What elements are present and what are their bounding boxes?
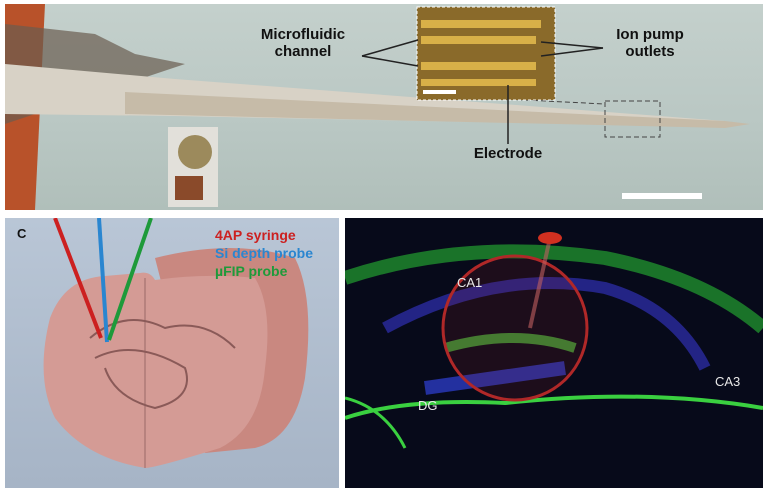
legend-ufip-probe: µFIP probe (215, 263, 288, 279)
region-label-ca1: CA1 (457, 275, 483, 290)
coin (178, 135, 212, 169)
label-ion-pump-outlets: Ion pump outlets (616, 26, 684, 60)
label-microfluidic-channel: Microfluidic channel (260, 26, 346, 60)
scale-bar (622, 193, 702, 199)
si-probe-line (97, 218, 109, 343)
region-label-dg: DG (418, 398, 438, 413)
region-label-ca3: CA3 (715, 374, 741, 389)
fluorescence-image (345, 232, 763, 449)
injection-region-circle (441, 254, 589, 402)
legend-4ap-syringe: 4AP syringe (215, 227, 296, 243)
probe-photo-panel: Microfluidic channel Ion pump outlets El… (5, 4, 763, 210)
injection-site (538, 232, 562, 244)
probe-photo (5, 4, 750, 210)
brain-model-illustration (43, 218, 309, 468)
ufip-probe-line (107, 218, 153, 341)
syringe-line (53, 218, 103, 339)
brain-model-panel: C 4AP syringe Si depth probe µFIP probe (5, 218, 339, 488)
legend-si-depth-probe: Si depth probe (215, 245, 313, 261)
label-electrode: Electrode (473, 145, 543, 162)
inset-scale-bar (423, 90, 456, 94)
brain-slice-front (43, 272, 268, 468)
probe-shaft-edge (125, 92, 750, 128)
panel-letter: C (17, 226, 27, 241)
hippocampus-fluorescence-panel: CA1 CA3 DG (345, 218, 763, 488)
zoom-region-box (604, 100, 661, 138)
